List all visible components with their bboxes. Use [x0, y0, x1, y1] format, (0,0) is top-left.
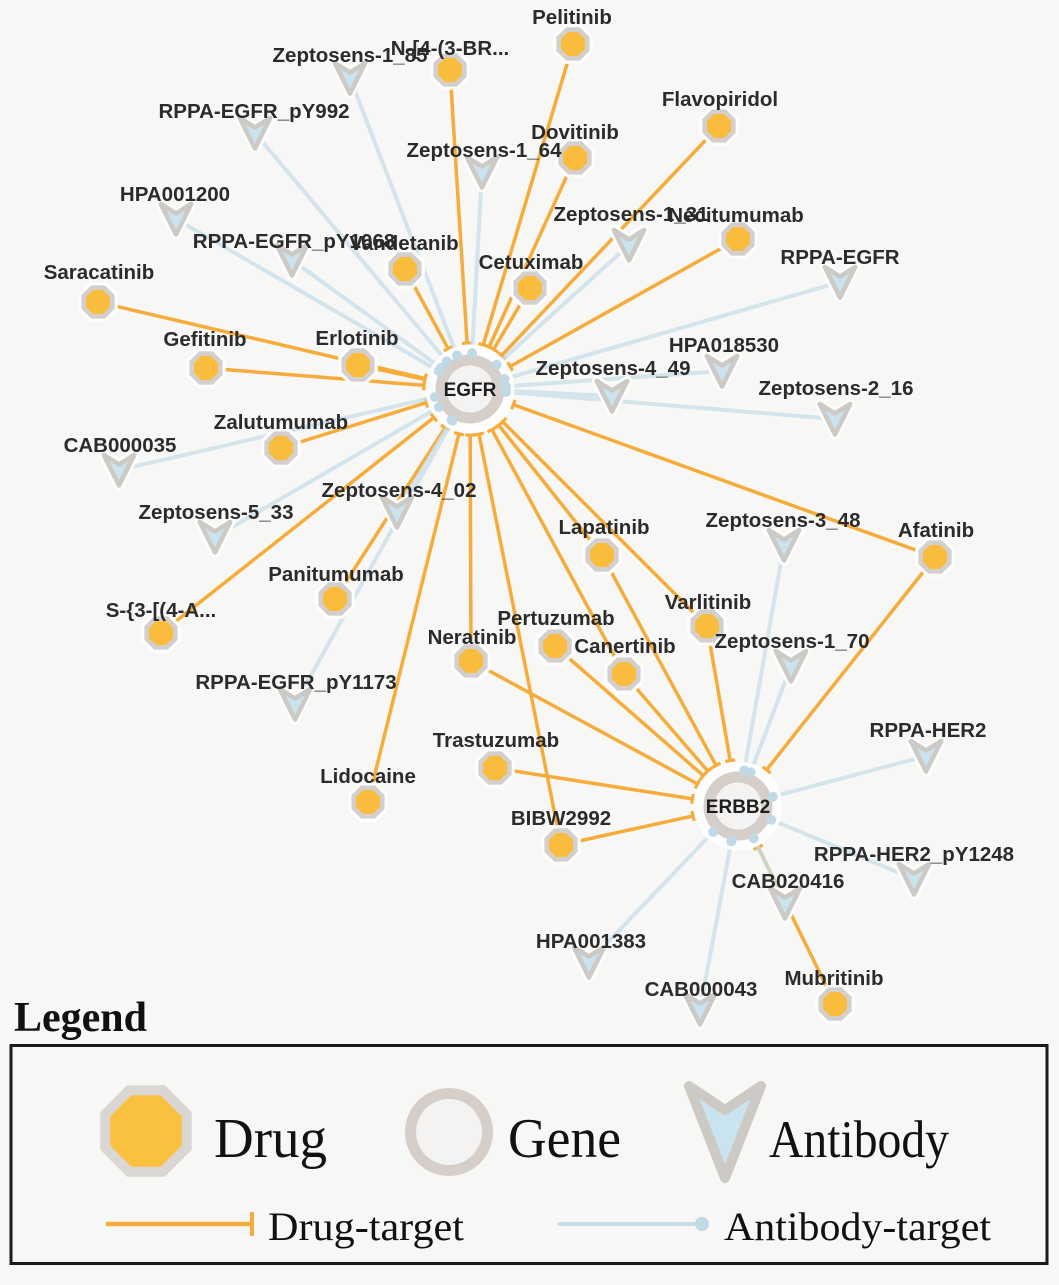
svg-text:Zeptosens-4_49: Zeptosens-4_49: [536, 357, 691, 380]
svg-text:Zeptosens-5_33: Zeptosens-5_33: [139, 501, 294, 524]
svg-text:Pelitinib: Pelitinib: [532, 6, 612, 29]
svg-text:Antibody-target: Antibody-target: [724, 1204, 991, 1249]
svg-text:RPPA-EGFR: RPPA-EGFR: [780, 246, 899, 269]
svg-text:Zeptosens-1_70: Zeptosens-1_70: [715, 630, 870, 653]
svg-text:Trastuzumab: Trastuzumab: [433, 729, 559, 752]
svg-text:Erlotinib: Erlotinib: [315, 327, 398, 350]
svg-text:Flavopiridol: Flavopiridol: [662, 88, 778, 111]
svg-text:CAB000035: CAB000035: [64, 434, 177, 457]
svg-text:N-[4-(3-BR...: N-[4-(3-BR...: [391, 37, 509, 60]
svg-text:ERBB2: ERBB2: [706, 797, 770, 818]
svg-text:Pertuzumab: Pertuzumab: [497, 607, 614, 630]
svg-text:Mubritinib: Mubritinib: [784, 967, 883, 990]
svg-text:Panitumumab: Panitumumab: [268, 563, 404, 586]
svg-text:Lapatinib: Lapatinib: [558, 516, 649, 539]
svg-text:RPPA-EGFR_pY992: RPPA-EGFR_pY992: [158, 100, 349, 123]
svg-text:Gene: Gene: [508, 1108, 621, 1170]
svg-text:Vandetanib: Vandetanib: [349, 232, 458, 255]
svg-text:RPPA-HER2_pY1248: RPPA-HER2_pY1248: [814, 843, 1014, 866]
svg-text:Zeptosens-1_31: Zeptosens-1_31: [554, 203, 709, 226]
svg-text:HPA001200: HPA001200: [120, 183, 230, 206]
svg-text:Varlitinib: Varlitinib: [665, 591, 752, 614]
svg-text:BIBW2992: BIBW2992: [511, 807, 611, 830]
svg-text:HPA001383: HPA001383: [536, 930, 646, 953]
svg-text:Canertinib: Canertinib: [574, 635, 675, 658]
svg-text:Afatinib: Afatinib: [898, 519, 974, 542]
svg-text:Neratinib: Neratinib: [428, 626, 517, 649]
svg-text:HPA018530: HPA018530: [669, 334, 779, 357]
svg-text:EGFR: EGFR: [444, 380, 497, 401]
svg-text:Drug-target: Drug-target: [268, 1204, 464, 1249]
svg-text:RPPA-EGFR_pY1068: RPPA-EGFR_pY1068: [193, 230, 395, 253]
svg-text:Lidocaine: Lidocaine: [320, 765, 416, 788]
svg-text:S-{3-[(4-A...: S-{3-[(4-A...: [106, 599, 216, 622]
svg-text:Zeptosens-4_02: Zeptosens-4_02: [322, 479, 477, 502]
svg-text:RPPA-HER2: RPPA-HER2: [870, 719, 987, 742]
svg-text:Zeptosens-3_48: Zeptosens-3_48: [706, 509, 861, 532]
svg-text:Zeptosens-1_85: Zeptosens-1_85: [273, 44, 428, 67]
svg-text:Dovitinib: Dovitinib: [531, 121, 619, 144]
svg-text:Gefitinib: Gefitinib: [163, 328, 246, 351]
svg-text:Zeptosens-1_64: Zeptosens-1_64: [407, 139, 563, 162]
svg-text:Necitumumab: Necitumumab: [668, 204, 804, 227]
svg-text:Drug: Drug: [214, 1108, 327, 1170]
svg-text:Legend: Legend: [14, 995, 147, 1041]
svg-text:CAB020416: CAB020416: [732, 870, 845, 893]
svg-text:Saracatinib: Saracatinib: [44, 261, 155, 284]
svg-text:Zalutumumab: Zalutumumab: [214, 411, 348, 434]
svg-text:Antibody: Antibody: [769, 1111, 949, 1169]
svg-text:Zeptosens-2_16: Zeptosens-2_16: [759, 377, 914, 400]
svg-text:CAB000043: CAB000043: [645, 978, 758, 1001]
svg-text:RPPA-EGFR_pY1173: RPPA-EGFR_pY1173: [195, 671, 396, 694]
svg-text:Cetuximab: Cetuximab: [479, 251, 584, 274]
